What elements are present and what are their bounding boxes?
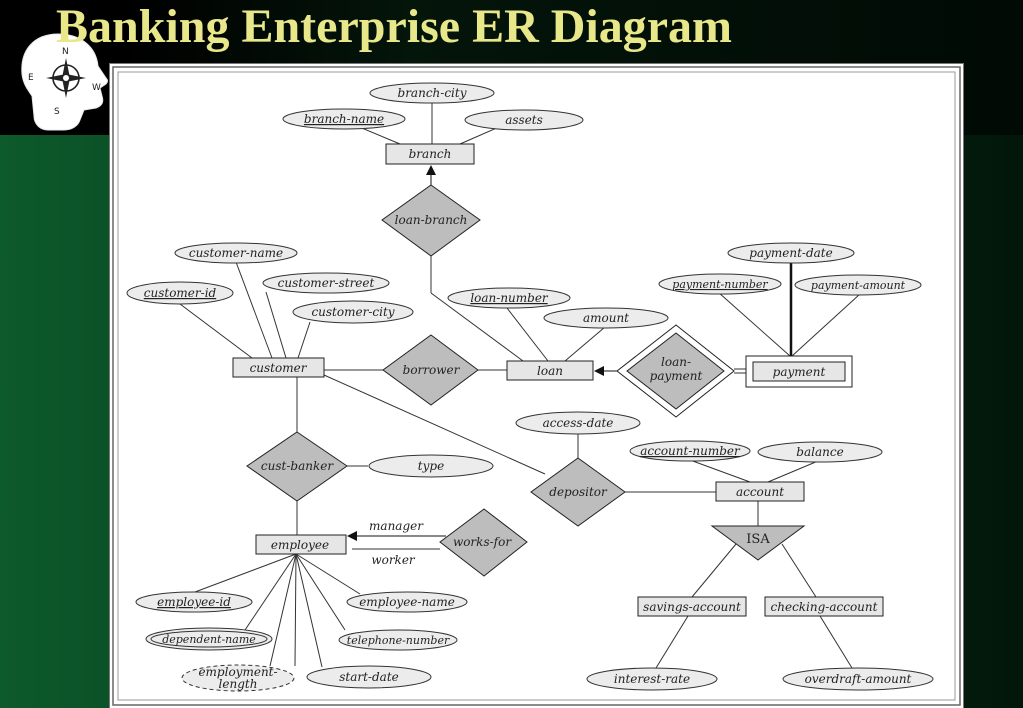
attribute-label: payment-number	[672, 278, 768, 291]
attribute-label: customer-city	[311, 305, 394, 319]
relationship-label: cust-banker	[261, 459, 334, 473]
relationship-cust-banker: cust-banker	[246, 431, 348, 502]
attribute-payment-amount	[794, 274, 922, 296]
attribute-label: employment-	[198, 665, 277, 679]
entity-loan: loan	[506, 360, 594, 381]
slide-title: Banking Enterprise ER Diagram	[56, 0, 733, 53]
entity-account: account	[715, 481, 805, 502]
attribute-customer-city	[292, 300, 414, 324]
entity-payment: payment	[745, 355, 853, 388]
attribute-label: payment-date	[749, 246, 832, 260]
isa-label: ISA	[746, 532, 770, 547]
relationship-loan-payment: loan- payment	[616, 324, 735, 418]
logo-letter-n: N	[62, 47, 69, 57]
entity-label: account	[736, 485, 784, 499]
attribute-type	[368, 454, 494, 478]
attribute-employee-id	[135, 591, 253, 613]
attribute-label: employee-name	[359, 595, 455, 609]
attribute-label: customer-name	[189, 246, 283, 260]
role-label-worker: worker	[371, 553, 416, 567]
entity-customer: customer	[232, 357, 325, 378]
attribute-label: payment-amount	[811, 279, 906, 292]
attribute-label: employee-id	[157, 595, 231, 609]
attribute-label: length	[219, 677, 258, 691]
entity-checking-account: checking-account	[764, 596, 884, 617]
attribute-employee-name	[346, 591, 468, 613]
er-diagram: branch customer loan payment employee ac…	[112, 66, 961, 706]
attribute-customer-name	[174, 242, 298, 264]
attribute-label: balance	[796, 445, 843, 459]
attribute-label: access-date	[543, 416, 614, 430]
entity-label: loan	[537, 364, 563, 378]
entity-label: employee	[271, 538, 329, 552]
entity-label: checking-account	[771, 600, 878, 614]
attribute-label: loan-number	[470, 291, 549, 305]
attribute-account-number	[629, 440, 751, 462]
compass-head-icon: N E W S	[21, 33, 108, 131]
logo-letter-s: S	[54, 107, 60, 117]
attribute-label: branch-city	[398, 86, 467, 100]
attribute-label: interest-rate	[614, 672, 690, 686]
relationship-works-for: works-for	[439, 508, 528, 577]
attribute-label: account-number	[640, 444, 741, 458]
relationship-label: works-for	[453, 535, 512, 549]
attribute-branch-city	[369, 82, 495, 104]
attribute-access-date	[515, 411, 641, 435]
attribute-label: branch-name	[304, 112, 384, 126]
relationship-depositor: depositor	[530, 457, 626, 527]
attribute-label: overdraft-amount	[805, 672, 912, 686]
attribute-assets	[464, 109, 584, 131]
attribute-payment-number	[658, 273, 782, 295]
attribute-label: amount	[583, 311, 629, 325]
entity-label: branch	[409, 147, 452, 161]
attribute-payment-date	[727, 242, 855, 264]
entity-employee: employee	[255, 534, 347, 555]
diagram-panel: branch customer loan payment employee ac…	[110, 64, 963, 708]
relationship-loan-branch: loan-branch	[381, 184, 481, 257]
relationship-borrower: borrower	[382, 334, 479, 406]
attribute-label: type	[418, 459, 444, 473]
entity-label: savings-account	[643, 600, 741, 614]
attribute-customer-id	[126, 281, 234, 305]
attribute-balance	[757, 441, 883, 463]
attribute-label: start-date	[339, 670, 399, 684]
isa-triangle: ISA	[710, 525, 806, 561]
attribute-label: customer-street	[278, 276, 375, 290]
entity-label: customer	[250, 361, 308, 375]
attribute-interest-rate	[586, 667, 718, 691]
attribute-amount	[543, 307, 669, 329]
attribute-label: dependent-name	[162, 633, 256, 646]
relationship-label: loan-branch	[395, 213, 468, 227]
logo-letter-w: W	[92, 83, 101, 93]
relationship-label: loan-	[661, 355, 691, 369]
attribute-telephone-number	[338, 629, 458, 651]
relationship-label: depositor	[549, 485, 608, 499]
attribute-label: assets	[505, 113, 543, 127]
attribute-dependent-name	[145, 627, 273, 651]
entity-savings-account: savings-account	[637, 596, 747, 617]
relationship-label: borrower	[403, 363, 461, 377]
entity-label: payment	[773, 365, 826, 379]
attribute-loan-number	[447, 287, 571, 309]
logo-letter-e: E	[28, 73, 34, 83]
relationship-label: payment	[650, 369, 703, 383]
entity-branch: branch	[385, 143, 475, 165]
role-label-manager: manager	[369, 519, 424, 533]
attribute-label: telephone-number	[347, 634, 450, 647]
attribute-overdraft-amount	[782, 667, 934, 691]
attribute-label: customer-id	[144, 286, 217, 300]
attribute-customer-street	[262, 272, 390, 294]
attribute-branch-name	[282, 108, 406, 130]
attribute-start-date	[306, 665, 432, 689]
attribute-employment-length	[181, 664, 295, 692]
